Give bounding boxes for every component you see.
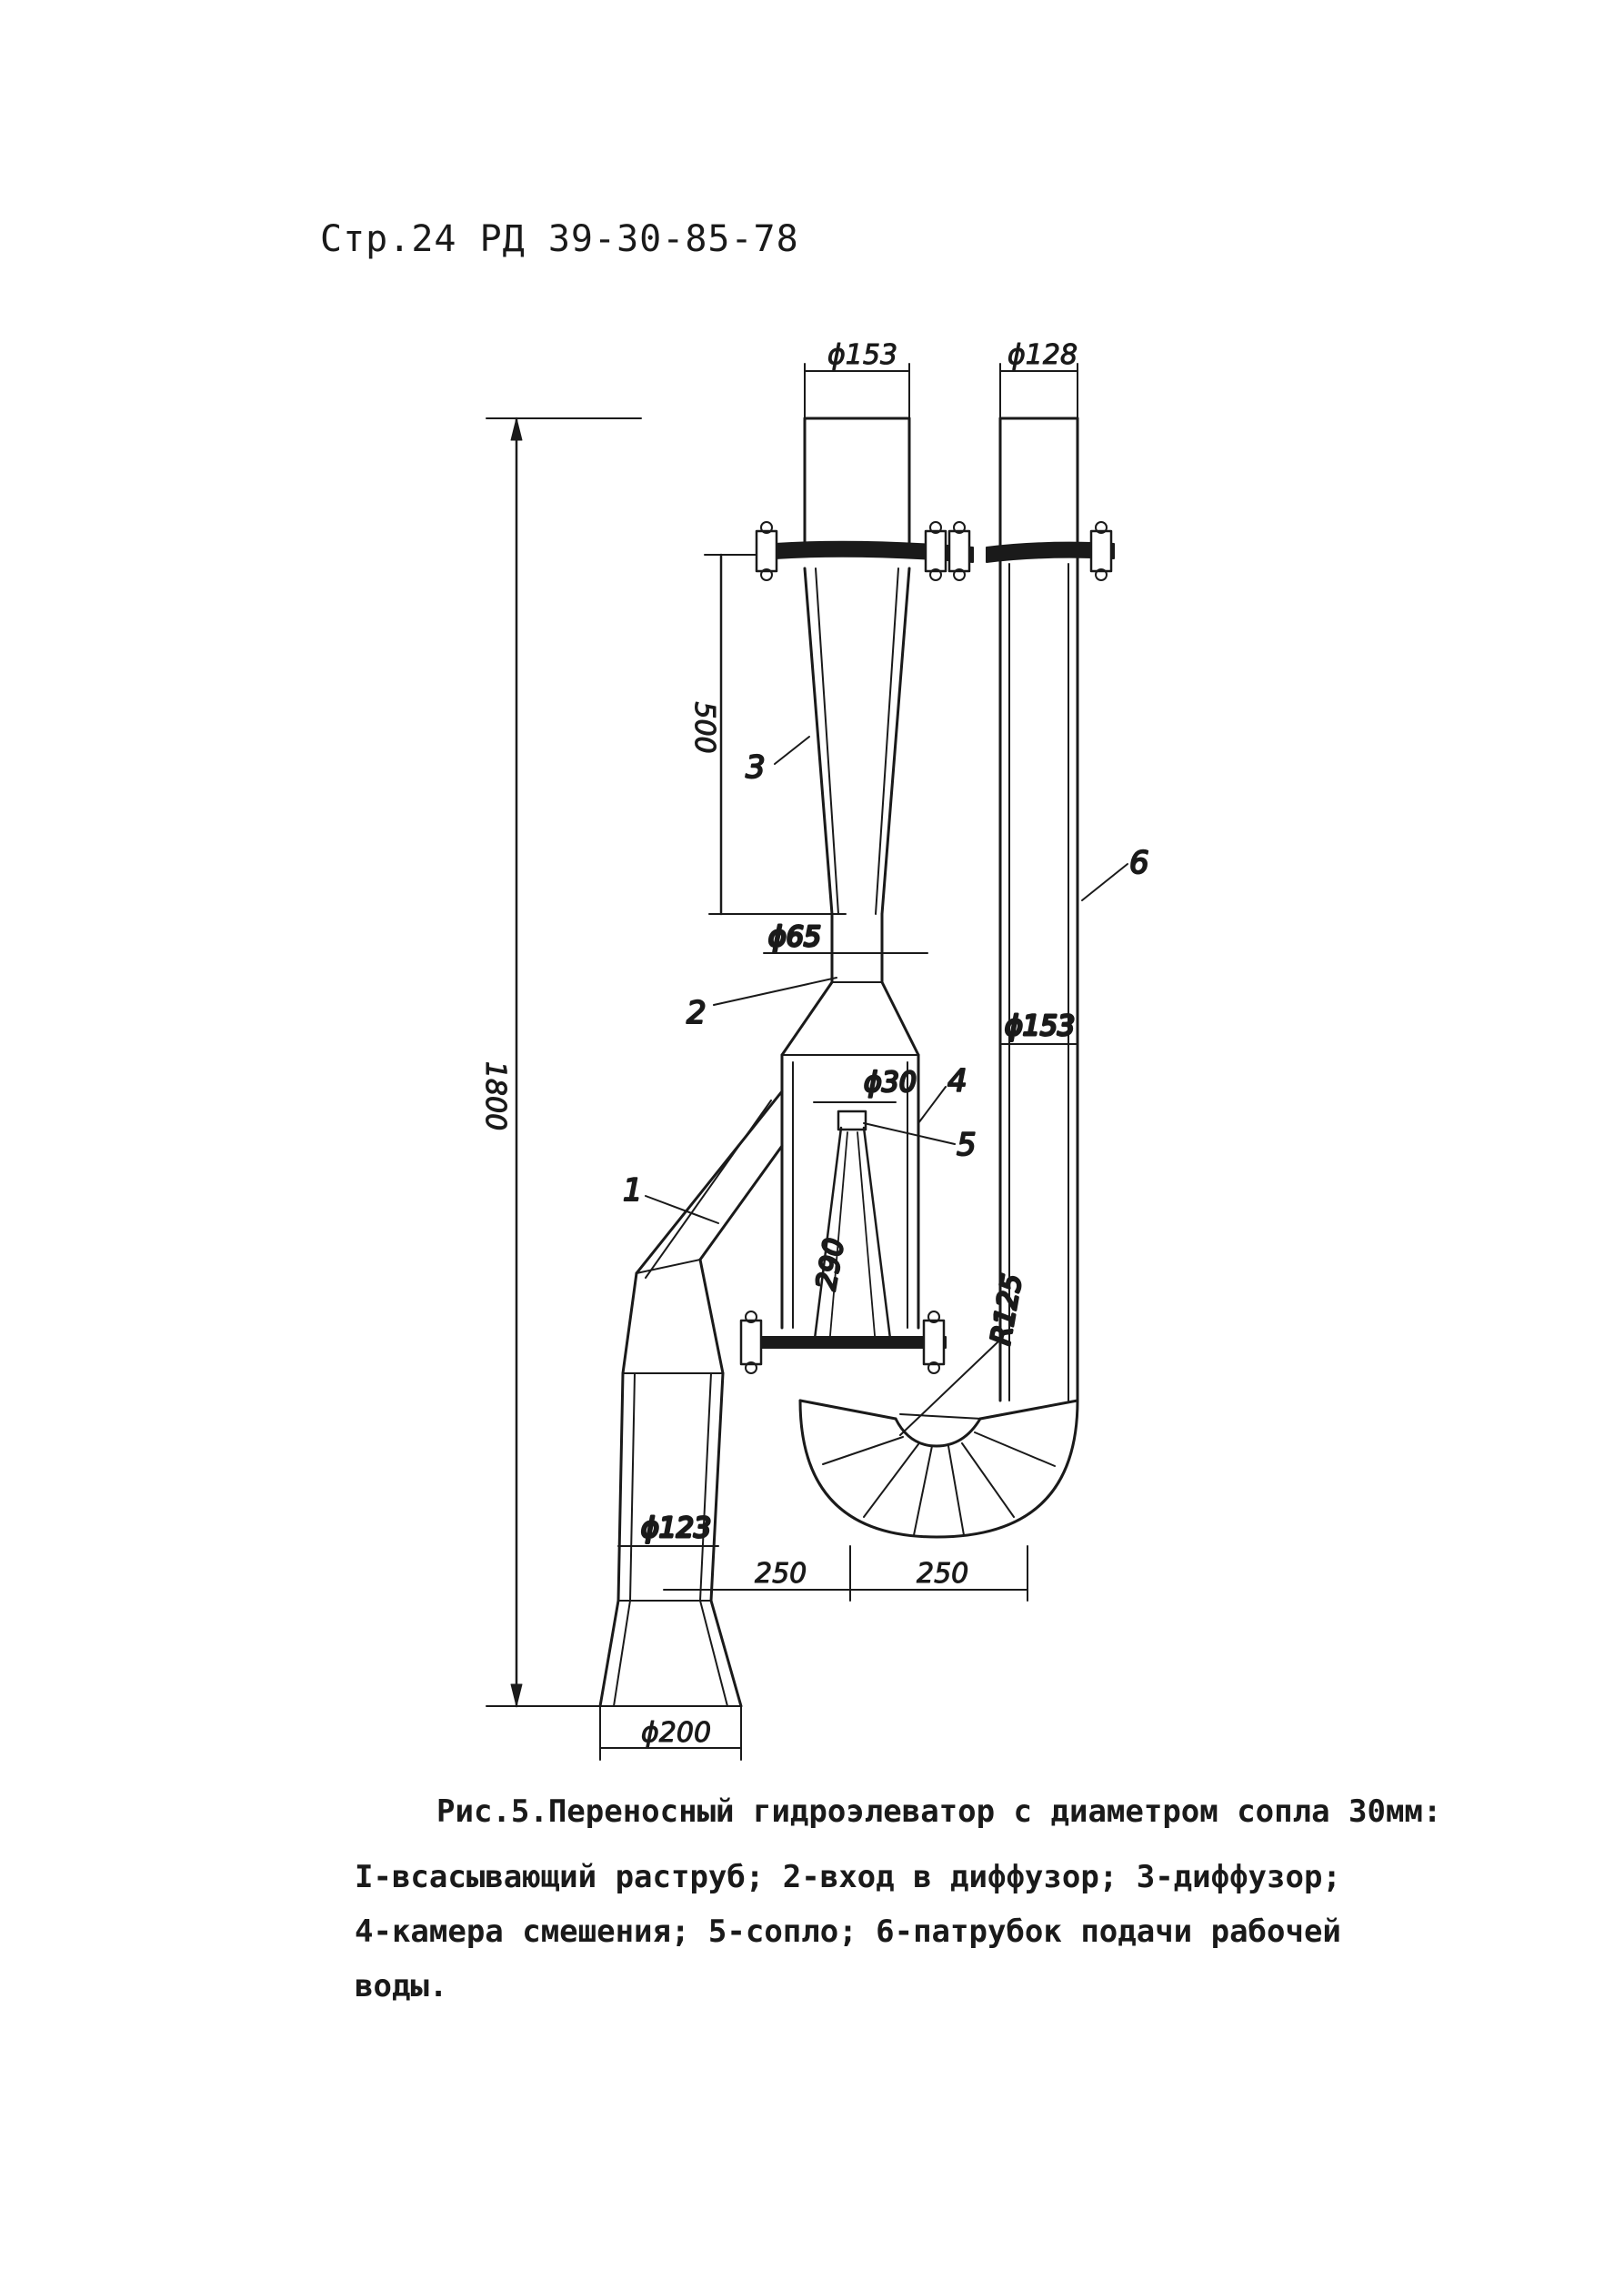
callouts: 1 2 3 4 5 6 xyxy=(622,736,1150,1224)
dim-offset-left-text: 250 xyxy=(755,1558,807,1590)
mixing-chamber xyxy=(780,980,920,1330)
chamber-flange xyxy=(739,1311,947,1374)
dim-throat-text: ϕ65 xyxy=(768,921,821,953)
diffuser xyxy=(803,417,911,916)
hydroelevator-drawing: 1800 500 ϕ153 ϕ128 xyxy=(479,339,1150,1761)
dim-top-right: ϕ128 xyxy=(999,339,1078,419)
dim-offset-right-text: 250 xyxy=(917,1558,968,1590)
dim-offsets: 250 250 xyxy=(663,1545,1028,1602)
top-flange xyxy=(755,521,1115,581)
dim-radius-text: R125 xyxy=(985,1271,1028,1347)
dim-top-left: ϕ153 xyxy=(804,339,910,419)
throat: ϕ65 xyxy=(763,912,928,984)
callout-2: 2 xyxy=(687,995,707,1031)
callout-4: 4 xyxy=(947,1063,967,1100)
dim-nozzle-text: ϕ30 xyxy=(864,1067,917,1099)
dim-bottom: ϕ200 xyxy=(599,1705,742,1761)
callout-3: 3 xyxy=(746,749,766,786)
dim-inlet-pipe-text: ϕ123 xyxy=(641,1512,711,1544)
caption-line-3: воды. xyxy=(355,1968,448,2004)
dim-top-left-text: ϕ153 xyxy=(827,339,897,371)
dim-bottom-text: ϕ200 xyxy=(641,1717,711,1749)
suction-inlet: ϕ123 xyxy=(598,1090,784,1708)
dim-nozzle-len-text: 290 xyxy=(810,1236,850,1292)
water-supply-pipe: ϕ153 xyxy=(998,417,1079,1402)
callout-5: 5 xyxy=(957,1127,977,1163)
nozzle: ϕ30 290 xyxy=(809,1066,917,1348)
dim-water-pipe-text: ϕ153 xyxy=(1005,1010,1075,1042)
dim-height-total: 1800 xyxy=(479,417,642,1708)
dim-top-right-text: ϕ128 xyxy=(1007,339,1078,371)
caption-line-2: 4-камера смешения; 5-сопло; 6-патрубок п… xyxy=(355,1913,1341,1950)
dim-diffuser-length-text: 500 xyxy=(688,701,720,753)
page-header: Стр.24 РД 39-30-85-78 xyxy=(320,218,799,260)
u-bend: R125 xyxy=(798,1271,1079,1539)
caption-title: Рис.5.Переносный гидроэлеватор с диаметр… xyxy=(436,1793,1442,1830)
dim-diffuser-length: 500 xyxy=(688,553,847,916)
callout-6: 6 xyxy=(1129,845,1149,881)
caption-line-1: I-всасывающий раструб; 2-вход в диффузор… xyxy=(355,1859,1341,1895)
callout-1: 1 xyxy=(623,1172,643,1209)
dim-height-total-text: 1800 xyxy=(479,1061,511,1130)
